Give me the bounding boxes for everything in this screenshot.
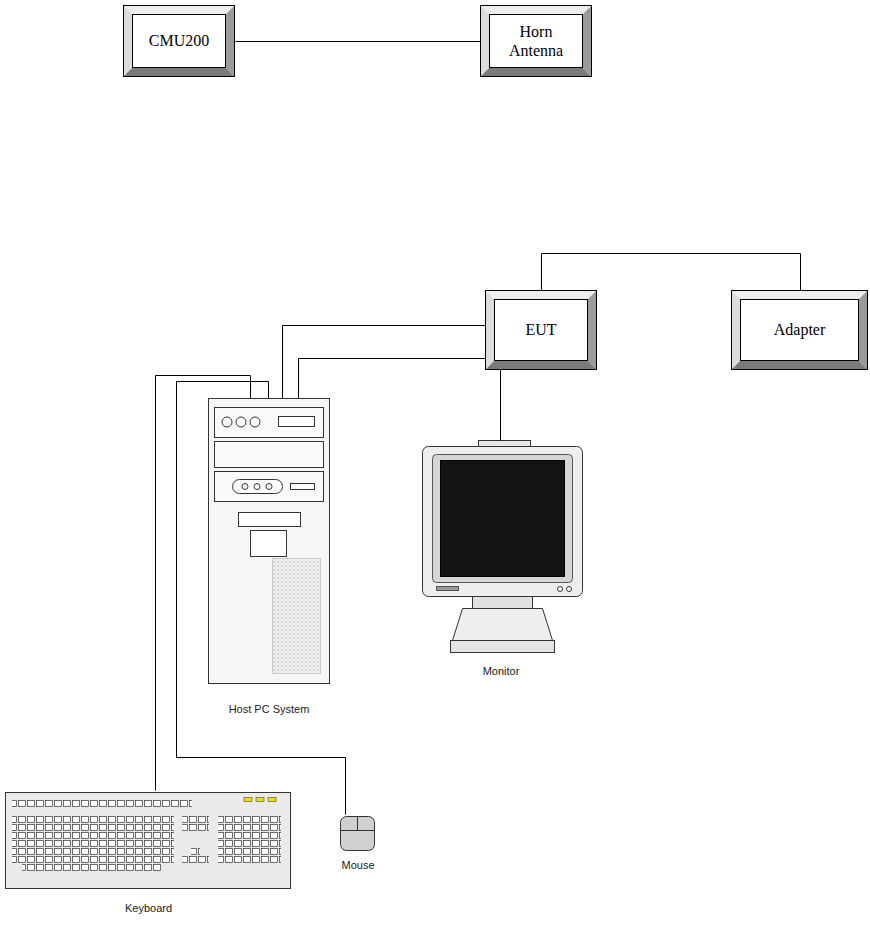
cable-connector	[236, 41, 481, 42]
equipment-box: CMU200	[123, 5, 235, 77]
equipment-node: Keyboard	[2, 790, 295, 915]
equipment-box: Adapter	[731, 290, 868, 370]
cable-connector	[177, 382, 346, 815]
equipment-node: Host PC System	[205, 398, 333, 716]
box-label: Horn Antenna	[494, 22, 578, 60]
box-label: Adapter	[774, 320, 826, 339]
crt-monitor	[423, 441, 583, 653]
pc-tower	[209, 399, 330, 684]
cable-connector	[283, 326, 486, 399]
device-label: Mouse	[325, 859, 391, 872]
device-label: Keyboard	[2, 902, 295, 915]
mouse-drawing	[341, 817, 375, 851]
device-label: Monitor	[412, 665, 590, 678]
equipment-node: Mouse	[325, 814, 391, 872]
cable-connector	[156, 376, 251, 791]
cable-connector	[542, 254, 801, 291]
box-label: EUT	[525, 320, 556, 339]
keyboard-drawing	[6, 793, 291, 889]
bevel-frame	[480, 5, 592, 77]
equipment-box: EUT	[485, 290, 597, 370]
cable-connector	[299, 359, 501, 441]
equipment-node: Monitor	[412, 440, 590, 678]
device-label: Host PC System	[205, 703, 333, 716]
equipment-box: Horn Antenna	[480, 5, 592, 77]
box-label: CMU200	[149, 31, 209, 50]
